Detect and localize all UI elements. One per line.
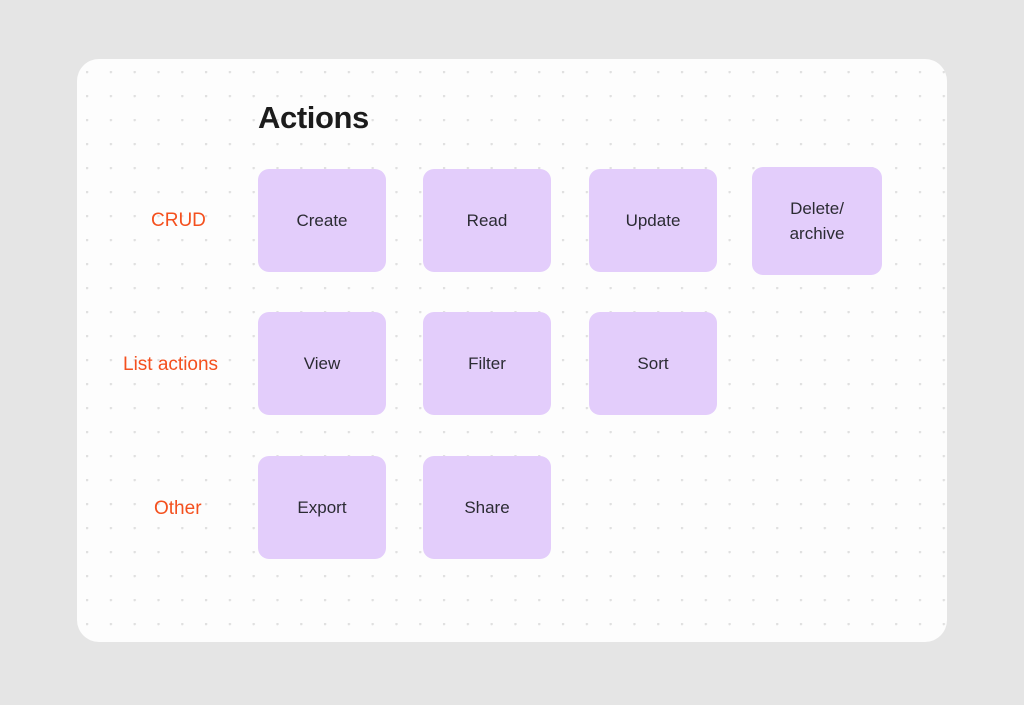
action-card-label: Export — [297, 497, 347, 517]
action-card-share[interactable]: Share — [423, 456, 551, 559]
action-card-label: Delete/archive — [789, 198, 845, 244]
action-card-label: Read — [466, 210, 508, 230]
action-card-label: View — [303, 353, 341, 373]
action-card-label: Update — [625, 210, 681, 230]
row-label-list-actions: List actions — [123, 354, 219, 375]
action-card-filter[interactable]: Filter — [423, 312, 551, 415]
action-card-update[interactable]: Update — [589, 169, 717, 272]
row-label-crud: CRUD — [151, 210, 206, 231]
action-card-sort[interactable]: Sort — [589, 312, 717, 415]
action-card-label: Share — [464, 497, 510, 517]
action-card-label: Filter — [468, 353, 506, 373]
action-card-export[interactable]: Export — [258, 456, 386, 559]
action-card-view[interactable]: View — [258, 312, 386, 415]
page-title: Actions — [258, 100, 369, 135]
action-card-delete-archive[interactable]: Delete/archive — [752, 167, 882, 275]
action-card-create[interactable]: Create — [258, 169, 386, 272]
action-card-read[interactable]: Read — [423, 169, 551, 272]
row-label-other: Other — [154, 498, 202, 519]
action-card-label: Create — [296, 210, 348, 230]
action-card-label: Sort — [637, 353, 669, 373]
